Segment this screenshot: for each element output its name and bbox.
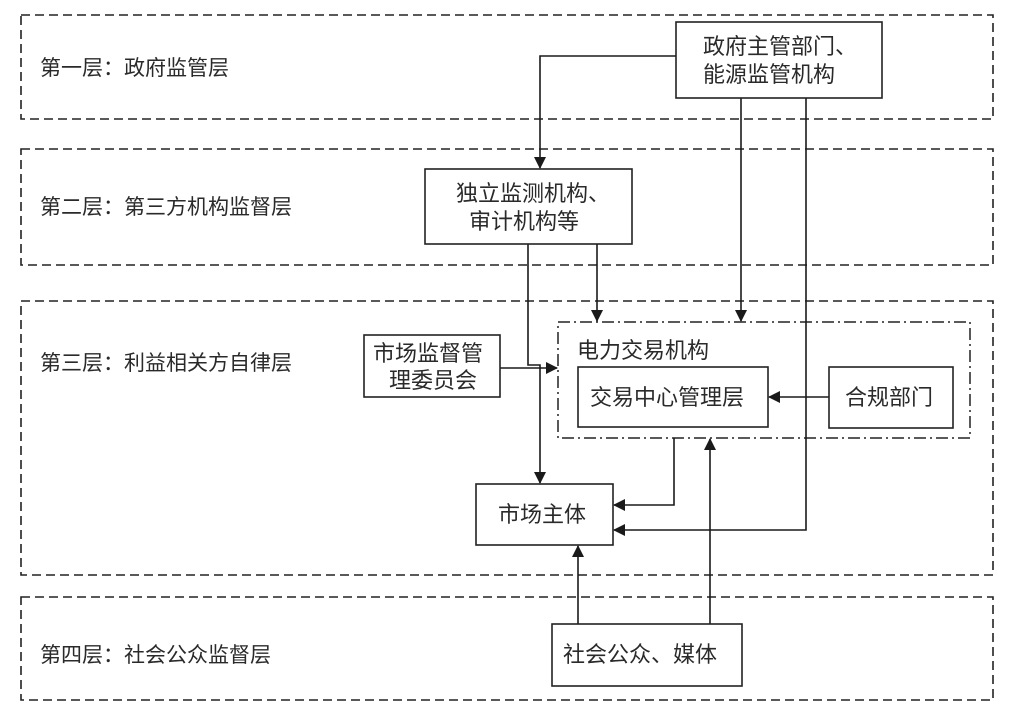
layer-3-container: 第三层：利益相关方自律层	[20, 300, 994, 576]
edge-gov-market-entity	[613, 98, 807, 536]
node-compliance-label: 合规部门	[845, 386, 933, 411]
node-public: 社会公众、媒体	[551, 623, 743, 687]
connectors	[500, 55, 829, 624]
layer-4-container: 第四层：社会公众监督层	[20, 596, 994, 701]
node-committee-line-1: 市场监督管	[373, 342, 483, 367]
layer-2-container: 第二层：第三方机构监督层	[20, 148, 994, 266]
node-market-committee: 市场监督管 理委员会	[363, 334, 501, 398]
node-committee-line-2: 理委员会	[389, 369, 477, 394]
layer-4-label: 第四层：社会公众监督层	[40, 643, 271, 667]
node-gov-line-1: 政府主管部门、	[703, 35, 857, 60]
node-public-label: 社会公众、媒体	[563, 643, 717, 668]
exchange-org-container: 电力交易机构	[557, 321, 971, 439]
node-exchange-mgmt: 交易中心管理层	[577, 366, 769, 428]
edge-exchange-market-entity	[613, 438, 675, 511]
exchange-org-label: 电力交易机构	[577, 339, 709, 364]
node-thirdparty-line-2: 审计机构等	[469, 210, 579, 235]
edge-thirdparty-market-entity	[527, 244, 546, 484]
layer-3-label: 第三层：利益相关方自律层	[40, 351, 292, 375]
node-gov-line-2: 能源监管机构	[703, 63, 835, 88]
node-gov: 政府主管部门、 能源监管机构	[675, 21, 883, 99]
node-market-entity: 市场主体	[475, 483, 614, 546]
layer-2-label: 第二层：第三方机构监督层	[40, 195, 292, 219]
layer-1-container: 第一层：政府监管层	[20, 14, 994, 120]
node-compliance: 合规部门	[828, 366, 954, 429]
node-exchange-mgmt-label: 交易中心管理层	[590, 386, 744, 411]
layer-1-label: 第一层：政府监管层	[40, 56, 229, 80]
node-market-entity-label: 市场主体	[498, 503, 586, 528]
node-thirdparty: 独立监测机构、 审计机构等	[424, 168, 633, 245]
node-thirdparty-line-1: 独立监测机构、	[456, 182, 610, 207]
edge-gov-thirdparty	[534, 55, 676, 169]
